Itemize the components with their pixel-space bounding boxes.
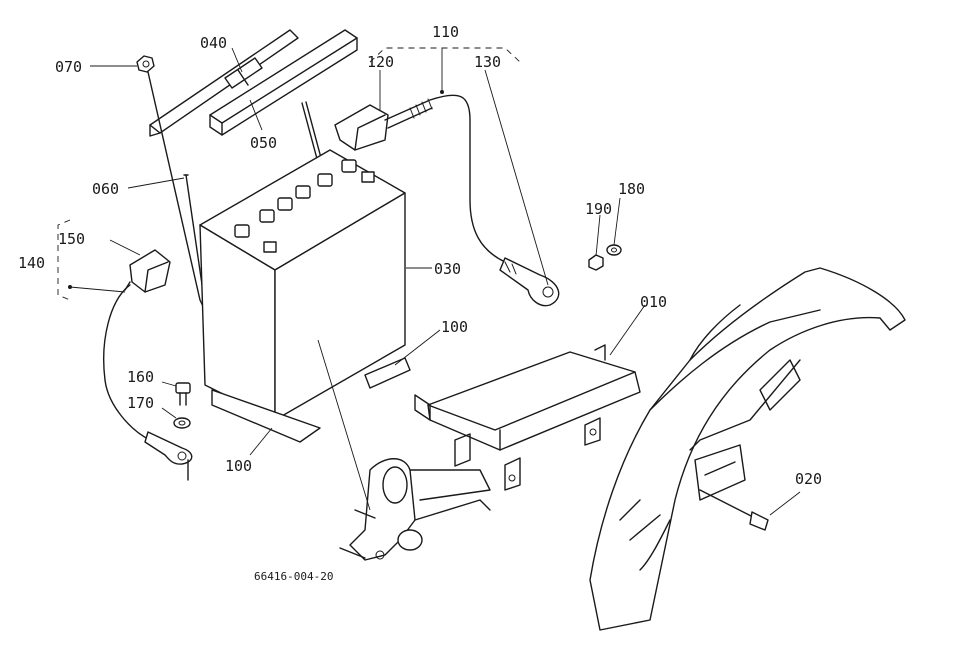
fender xyxy=(589,267,906,631)
battery-pad-lower xyxy=(211,389,321,443)
battery-caps xyxy=(234,159,357,238)
label-030: 030 xyxy=(434,260,461,278)
label-100-right: 100 xyxy=(441,318,468,336)
label-130: 130 xyxy=(474,53,501,71)
label-070: 070 xyxy=(55,58,82,76)
label-170: 170 xyxy=(127,394,154,412)
label-140: 140 xyxy=(18,254,45,272)
battery-tray xyxy=(414,344,641,491)
nut-190 xyxy=(588,254,604,271)
battery-hold-down-channel xyxy=(209,29,358,136)
part-labels: 070 040 050 060 030 110 120 130 180 190 … xyxy=(18,23,822,583)
positive-cable xyxy=(334,94,560,307)
bolt-020 xyxy=(699,489,769,531)
battery-pad-right xyxy=(364,357,411,389)
label-120: 120 xyxy=(367,53,394,71)
label-190: 190 xyxy=(585,200,612,218)
battery-hold-down-bracket xyxy=(149,29,299,137)
nut-070 xyxy=(136,55,155,73)
label-150: 150 xyxy=(58,230,85,248)
label-040: 040 xyxy=(200,34,227,52)
label-020: 020 xyxy=(795,470,822,488)
frame-mount xyxy=(339,458,491,561)
leader-lines xyxy=(57,47,801,516)
washer-180 xyxy=(606,244,622,256)
label-050: 050 xyxy=(250,134,277,152)
battery xyxy=(199,149,406,421)
negative-cable xyxy=(103,249,193,481)
bolt-160 xyxy=(175,382,191,406)
label-060: 060 xyxy=(92,180,119,198)
label-160: 160 xyxy=(127,368,154,386)
label-010: 010 xyxy=(640,293,667,311)
label-110: 110 xyxy=(432,23,459,41)
label-100-lower: 100 xyxy=(225,457,252,475)
washer-170 xyxy=(173,417,191,429)
drawing-code: 66416-004-20 xyxy=(254,570,333,583)
label-180: 180 xyxy=(618,180,645,198)
